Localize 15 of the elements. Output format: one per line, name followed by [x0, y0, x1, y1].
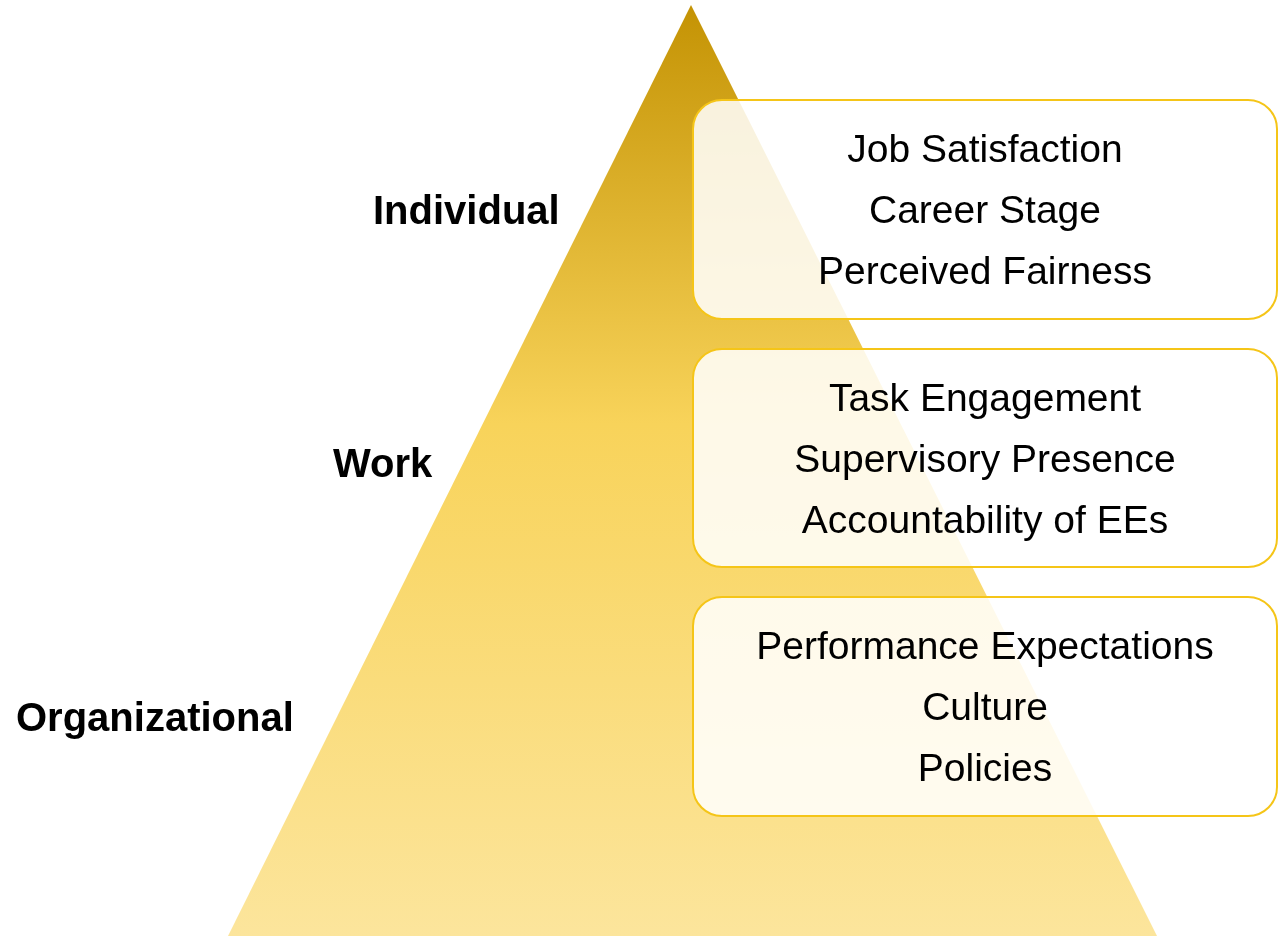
level-label: Organizational	[16, 694, 294, 740]
level-label: Individual	[373, 187, 560, 233]
factor-box	[692, 99, 1278, 320]
factor-text: Culture	[922, 684, 1048, 730]
factor-text: Performance Expectations	[756, 623, 1214, 669]
level-label: Work	[333, 440, 433, 486]
factor-text: Accountability of EEs	[801, 496, 1169, 543]
factor-text: Career Stage	[869, 187, 1101, 233]
factor-box	[692, 348, 1278, 568]
factor-text: Task Engagement	[828, 374, 1142, 421]
factor-text: Supervisory Presence	[794, 435, 1176, 482]
factor-text: Job Satisfaction	[847, 126, 1123, 172]
factor-text: Policies	[917, 745, 1053, 791]
factor-box	[692, 596, 1278, 817]
factor-text: Perceived Fairness	[818, 248, 1152, 294]
